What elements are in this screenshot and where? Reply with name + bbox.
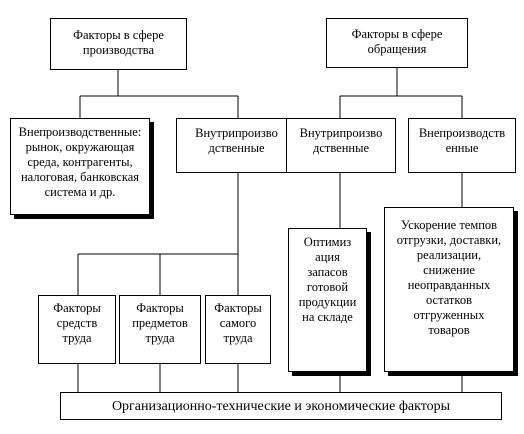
box-internal-production: Внутрипроизво дственные <box>176 118 297 173</box>
box-labor-means-factors: Факторы средств труда <box>38 295 116 364</box>
box-stock-optimization: Оптимиз ация запасов готовой продукции н… <box>288 228 367 372</box>
label-shipment-acceleration: Ускорение темпов отгрузки, доставки, реа… <box>396 218 502 337</box>
box-external-production: Внепроизводственные: рынок, окружающая с… <box>10 118 150 215</box>
box-external-circulation: Внепроизводств енные <box>408 118 516 173</box>
label-external-production: Внепроизводственные: рынок, окружающая с… <box>18 125 142 199</box>
label-labor-objects-factors: Факторы предметов труда <box>132 301 188 345</box>
box-production-factors: Факторы в сфере производства <box>50 18 187 70</box>
box-internal-circulation: Внутрипроизво дственные <box>286 118 396 173</box>
label-external-circulation: Внепроизводств енные <box>418 126 506 155</box>
label-internal-production: Внутрипроизво дственные <box>195 126 278 155</box>
label-production-factors: Факторы в сфере производства <box>73 28 164 57</box>
label-labor-itself-factors: Факторы самого труда <box>214 301 262 345</box>
box-circulation-factors: Факторы в сфере обращения <box>326 18 468 68</box>
label-stock-optimization: Оптимиз ация запасов готовой продукции н… <box>298 235 357 324</box>
label-org-tech-economic: Организационно-технические и экономическ… <box>111 399 451 414</box>
box-org-tech-economic: Организационно-технические и экономическ… <box>60 392 502 420</box>
box-labor-objects-factors: Факторы предметов труда <box>119 295 201 364</box>
label-labor-means-factors: Факторы средств труда <box>53 301 101 345</box>
label-internal-circulation: Внутрипроизво дственные <box>299 126 383 155</box>
box-labor-itself-factors: Факторы самого труда <box>205 295 271 364</box>
box-shipment-acceleration: Ускорение темпов отгрузки, доставки, реа… <box>384 207 514 372</box>
label-circulation-factors: Факторы в сфере обращения <box>351 27 443 56</box>
